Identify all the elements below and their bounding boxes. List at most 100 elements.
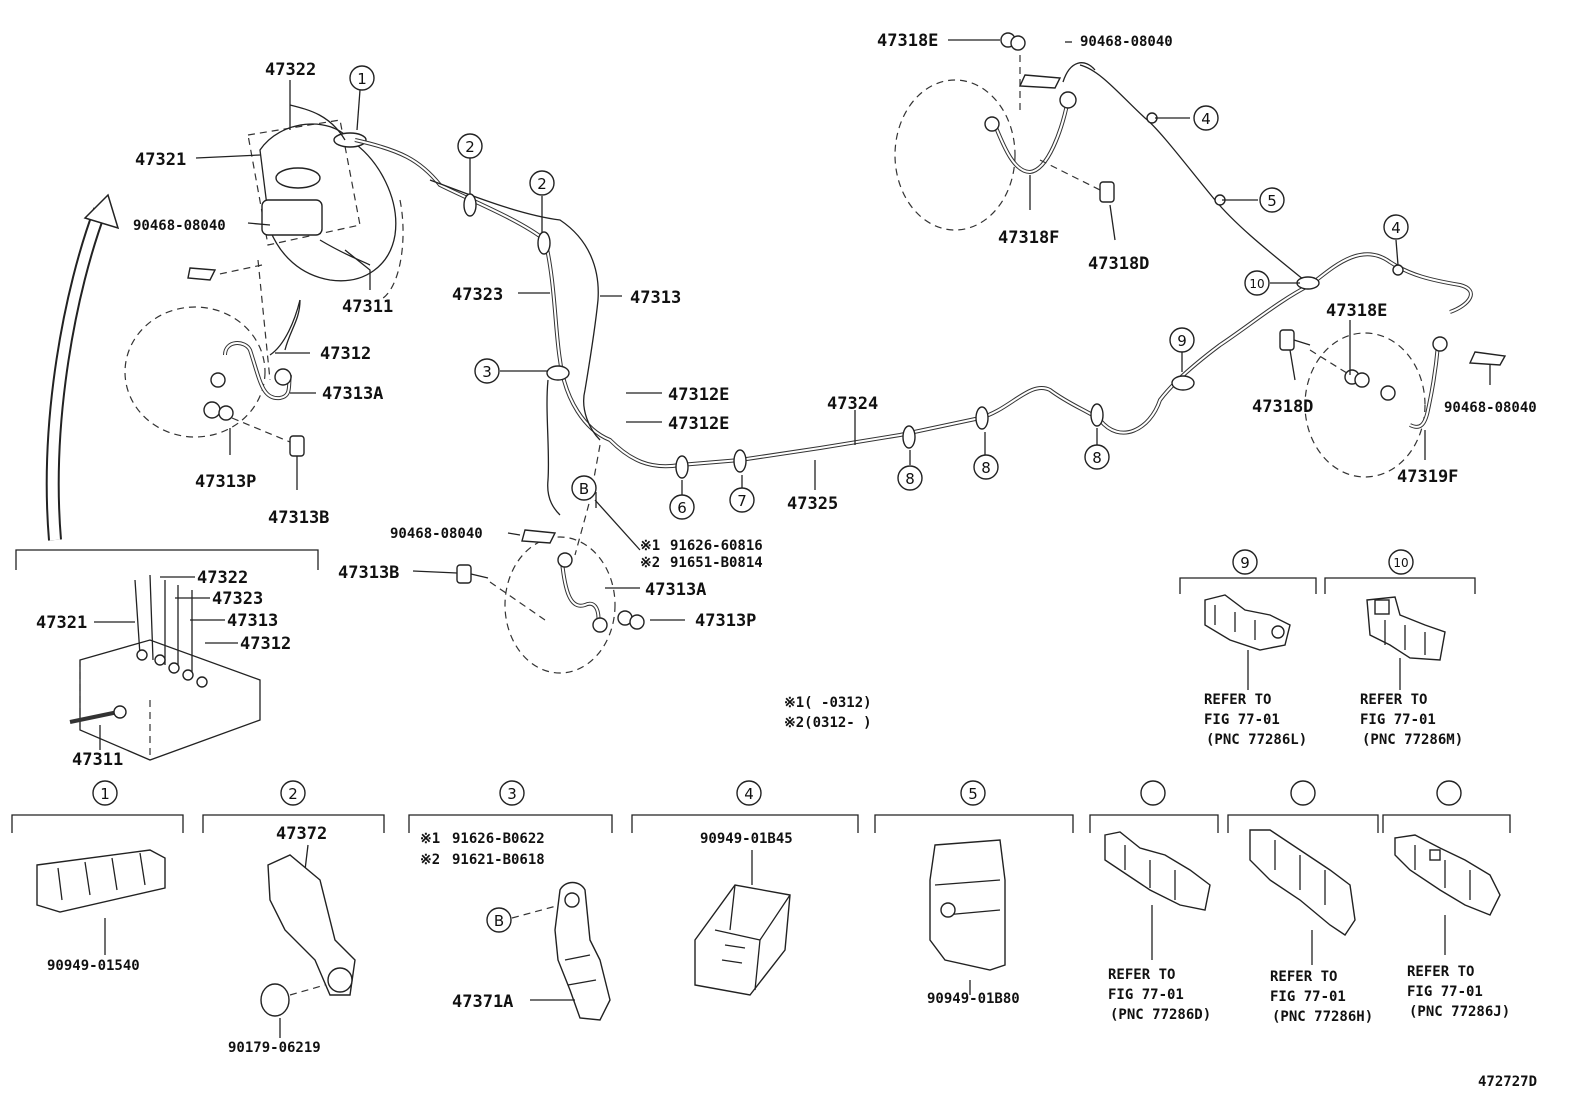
- svg-text:6: 6: [677, 499, 687, 517]
- center-hose-detail: [456, 444, 645, 674]
- label-47323: 47323: [452, 285, 503, 305]
- clip7-fig: FIG 77-01: [1270, 989, 1346, 1005]
- clip-6-panel: REFER TO FIG 77-01 (PNC 77286D): [1089, 780, 1219, 1023]
- label-47313: 47313: [630, 288, 681, 308]
- clip-4-panel: 4 90949-01B45: [631, 780, 859, 996]
- inset-detail: [15, 549, 319, 761]
- svg-text:3: 3: [507, 785, 517, 803]
- label-90179-06219: 90179-06219: [228, 1040, 321, 1056]
- label-47372: 47372: [276, 824, 327, 844]
- label-47311: 47311: [342, 297, 393, 317]
- label-90949-01B80: 90949-01B80: [927, 991, 1020, 1007]
- clip-1-panel: 1 90949-01540: [11, 780, 184, 974]
- clip-3-panel: 3 ※1 91626-B0622 ※2 91621-B0618 B 47371A: [408, 780, 613, 1021]
- diagram-code: 472727D: [1478, 1074, 1537, 1090]
- callout-2b: 2: [529, 170, 555, 196]
- star2-mark: ※2: [640, 555, 660, 571]
- label-47313P: 47313P: [195, 472, 256, 492]
- label-47318D-right: 47318D: [1252, 397, 1313, 417]
- svg-text:2: 2: [288, 785, 298, 803]
- leader-lines: [94, 39, 1491, 644]
- callout-circles: 1 2 2 3 4 5 4 10 9 8 8 8 6 7 B: [349, 65, 1409, 520]
- star1-mark: ※1: [640, 538, 660, 554]
- clip8-fig: FIG 77-01: [1407, 984, 1483, 1000]
- svg-text:B: B: [494, 912, 504, 930]
- label-90468-a: 90468-08040: [133, 218, 226, 234]
- callout-3: 3: [474, 358, 500, 384]
- svg-text:8: 8: [1092, 449, 1102, 467]
- svg-text:4: 4: [1391, 219, 1401, 237]
- label-90468-b: 90468-08040: [390, 526, 483, 542]
- inset-label-47323: 47323: [212, 589, 263, 609]
- label-47313A: 47313A: [322, 384, 383, 404]
- inset-labels: 47322 47323 47321 47313 47312 47311: [36, 568, 291, 770]
- svg-text:10: 10: [1393, 556, 1408, 570]
- callout-10: 10: [1244, 270, 1270, 296]
- clip-8-panel: REFER TO FIG 77-01 (PNC 77286J): [1382, 780, 1511, 1020]
- clip8-refer: REFER TO: [1407, 964, 1474, 980]
- label-47313B-2: 47313B: [338, 563, 399, 583]
- callout-7: 7: [729, 487, 755, 513]
- clip-5-panel: 5 90949-01B80: [874, 780, 1074, 1007]
- callout-4b: 4: [1383, 214, 1409, 240]
- callout-8c: 8: [1084, 444, 1110, 470]
- master-cylinder-assembly: [247, 104, 404, 381]
- callout-B: B: [571, 475, 597, 501]
- callout-8b: 8: [973, 454, 999, 480]
- top-right-hose-detail: [894, 32, 1115, 231]
- clip8-pnc: (PNC 77286J): [1409, 1004, 1510, 1020]
- label-47318E-top: 47318E: [877, 31, 938, 51]
- assembly-arrow: [45, 193, 120, 541]
- line-clip-markers: [463, 112, 1404, 479]
- svg-text:2: 2: [537, 175, 547, 193]
- label-47313P-2: 47313P: [695, 611, 756, 631]
- svg-text:9: 9: [1240, 554, 1250, 572]
- clip9-refer: REFER TO: [1204, 692, 1271, 708]
- rear-brake-lines: [1062, 62, 1473, 314]
- note-2: ※2(0312- ): [784, 715, 872, 731]
- callout-6: 6: [669, 494, 695, 520]
- svg-text:1: 1: [100, 785, 110, 803]
- clip3-star2: ※2: [420, 852, 440, 868]
- label-47312: 47312: [320, 344, 371, 364]
- label-47312E-1: 47312E: [668, 385, 729, 405]
- svg-text:8: 8: [905, 470, 915, 488]
- callout-2a: 2: [457, 133, 483, 159]
- front-brake-lines: [284, 138, 1311, 516]
- label-47313A-2: 47313A: [645, 580, 706, 600]
- left-hose-detail: [124, 264, 305, 470]
- label-47318F: 47318F: [998, 228, 1059, 248]
- label-47321: 47321: [135, 150, 186, 170]
- svg-text:4: 4: [1201, 110, 1211, 128]
- part-labels: 47322 47321 90468-08040 47311 47312 4731…: [133, 31, 1537, 631]
- clip-7-panel: REFER TO FIG 77-01 (PNC 77286H): [1227, 780, 1379, 1025]
- callout-8a: 8: [897, 465, 923, 491]
- svg-text:B: B: [579, 480, 589, 498]
- label-90468-c: 90468-08040: [1080, 34, 1173, 50]
- label-90949-01540: 90949-01540: [47, 958, 140, 974]
- label-90949-01B45: 90949-01B45: [700, 831, 793, 847]
- clip-9-panel: 9 REFER TO FIG 77-01 (PNC 77286L): [1179, 549, 1317, 748]
- label-47325: 47325: [787, 494, 838, 514]
- inset-label-47313: 47313: [227, 611, 278, 631]
- label-91621-B0618: 91621-B0618: [452, 852, 545, 868]
- svg-text:9: 9: [1177, 332, 1187, 350]
- inset-label-47312: 47312: [240, 634, 291, 654]
- note-1: ※1( -0312): [784, 695, 872, 711]
- callout-1: 1: [349, 65, 375, 91]
- svg-text:5: 5: [968, 785, 978, 803]
- clip7-refer: REFER TO: [1270, 969, 1337, 985]
- inset-label-47322: 47322: [197, 568, 248, 588]
- clip-10-panel: 10 REFER TO FIG 77-01 (PNC 77286M): [1324, 549, 1476, 748]
- notes: ※1( -0312) ※2(0312- ): [784, 695, 872, 731]
- svg-text:4: 4: [744, 785, 754, 803]
- label-91626-60816: 91626-60816: [670, 538, 763, 554]
- callout-5: 5: [1259, 187, 1285, 213]
- clip10-refer: REFER TO: [1360, 692, 1427, 708]
- label-90468-d: 90468-08040: [1444, 400, 1537, 416]
- svg-text:5: 5: [1267, 192, 1277, 210]
- svg-text:2: 2: [465, 138, 475, 156]
- right-hose-detail: [1279, 329, 1507, 478]
- svg-text:3: 3: [482, 363, 492, 381]
